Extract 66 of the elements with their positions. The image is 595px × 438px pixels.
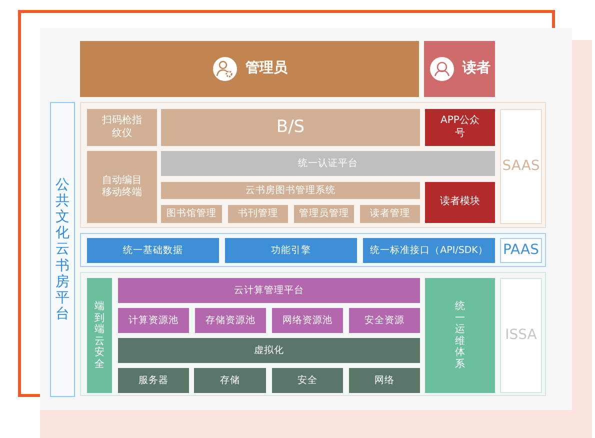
module-box bbox=[118, 338, 420, 363]
layer-label: ISSA bbox=[505, 326, 537, 344]
layer-container bbox=[80, 233, 546, 267]
module-label: 读者管理 bbox=[370, 208, 410, 220]
module-box bbox=[349, 368, 420, 393]
module-box bbox=[349, 308, 420, 333]
module-label: APP公众号 bbox=[440, 115, 480, 140]
module-box bbox=[161, 151, 495, 176]
module-box bbox=[425, 182, 495, 223]
module-box bbox=[272, 308, 343, 333]
module-label: 虚拟化 bbox=[254, 344, 284, 356]
role-box bbox=[424, 41, 495, 97]
module-box bbox=[118, 278, 420, 303]
module-label: 读者 bbox=[462, 60, 490, 78]
module-box bbox=[161, 182, 420, 199]
module-label: 存储 bbox=[220, 374, 240, 386]
platform-box bbox=[425, 278, 495, 393]
module-label: 安全 bbox=[298, 374, 318, 386]
module-label: 书刊管理 bbox=[238, 208, 278, 220]
module-label: 统一标准接口（API/SDK） bbox=[370, 244, 488, 256]
role-box bbox=[80, 41, 419, 97]
module-box bbox=[118, 368, 189, 393]
vertical-label: 公共文化云书房平台 bbox=[56, 177, 70, 322]
layer-label-box bbox=[500, 109, 542, 224]
module-box bbox=[294, 205, 354, 223]
layer-label: PAAS bbox=[503, 242, 539, 260]
module-label: 网络 bbox=[374, 374, 394, 386]
module-label: 统一基础数据 bbox=[123, 244, 183, 256]
module-box bbox=[228, 205, 288, 223]
module-box bbox=[161, 205, 222, 223]
module-box bbox=[363, 238, 495, 263]
module-label: 管理员管理 bbox=[299, 208, 349, 220]
module-box bbox=[87, 109, 157, 146]
module-label: 存储资源池 bbox=[206, 314, 256, 326]
vertical-label: 统一运维体系 bbox=[455, 301, 465, 370]
module-label: 统一认证平台 bbox=[298, 158, 358, 170]
module-label: 读者模块 bbox=[440, 196, 480, 209]
module-label: 安全资源 bbox=[364, 314, 404, 326]
module-label: B/S bbox=[276, 116, 305, 138]
module-box bbox=[161, 109, 420, 146]
layer-label: SAAS bbox=[502, 158, 540, 176]
module-box bbox=[272, 368, 343, 393]
module-label: 自动编目移动终端 bbox=[101, 174, 143, 200]
module-box bbox=[425, 109, 495, 146]
module-label: 云书房图书管理系统 bbox=[246, 184, 336, 196]
module-label: 扫码枪指纹仪 bbox=[101, 115, 143, 140]
platform-box bbox=[50, 102, 75, 397]
module-box bbox=[194, 368, 266, 393]
platform-box bbox=[87, 278, 112, 393]
module-box bbox=[87, 151, 157, 223]
module-label: 网络资源池 bbox=[282, 314, 332, 326]
layer-container bbox=[80, 102, 546, 228]
module-box bbox=[195, 308, 266, 333]
module-label: 功能引擎 bbox=[271, 244, 311, 256]
module-label: 服务器 bbox=[138, 374, 168, 386]
module-box bbox=[360, 205, 420, 223]
module-label: 管理员 bbox=[246, 60, 288, 78]
layer-label-box bbox=[500, 278, 542, 393]
module-box bbox=[225, 238, 357, 263]
module-box bbox=[118, 308, 189, 333]
module-label: 图书馆管理 bbox=[166, 208, 216, 220]
module-label: 云计算管理平台 bbox=[234, 284, 304, 296]
module-label: 计算资源池 bbox=[128, 314, 178, 326]
module-box bbox=[87, 238, 219, 263]
vertical-label: 端到端云安全 bbox=[94, 301, 104, 370]
layer-container bbox=[80, 272, 546, 396]
